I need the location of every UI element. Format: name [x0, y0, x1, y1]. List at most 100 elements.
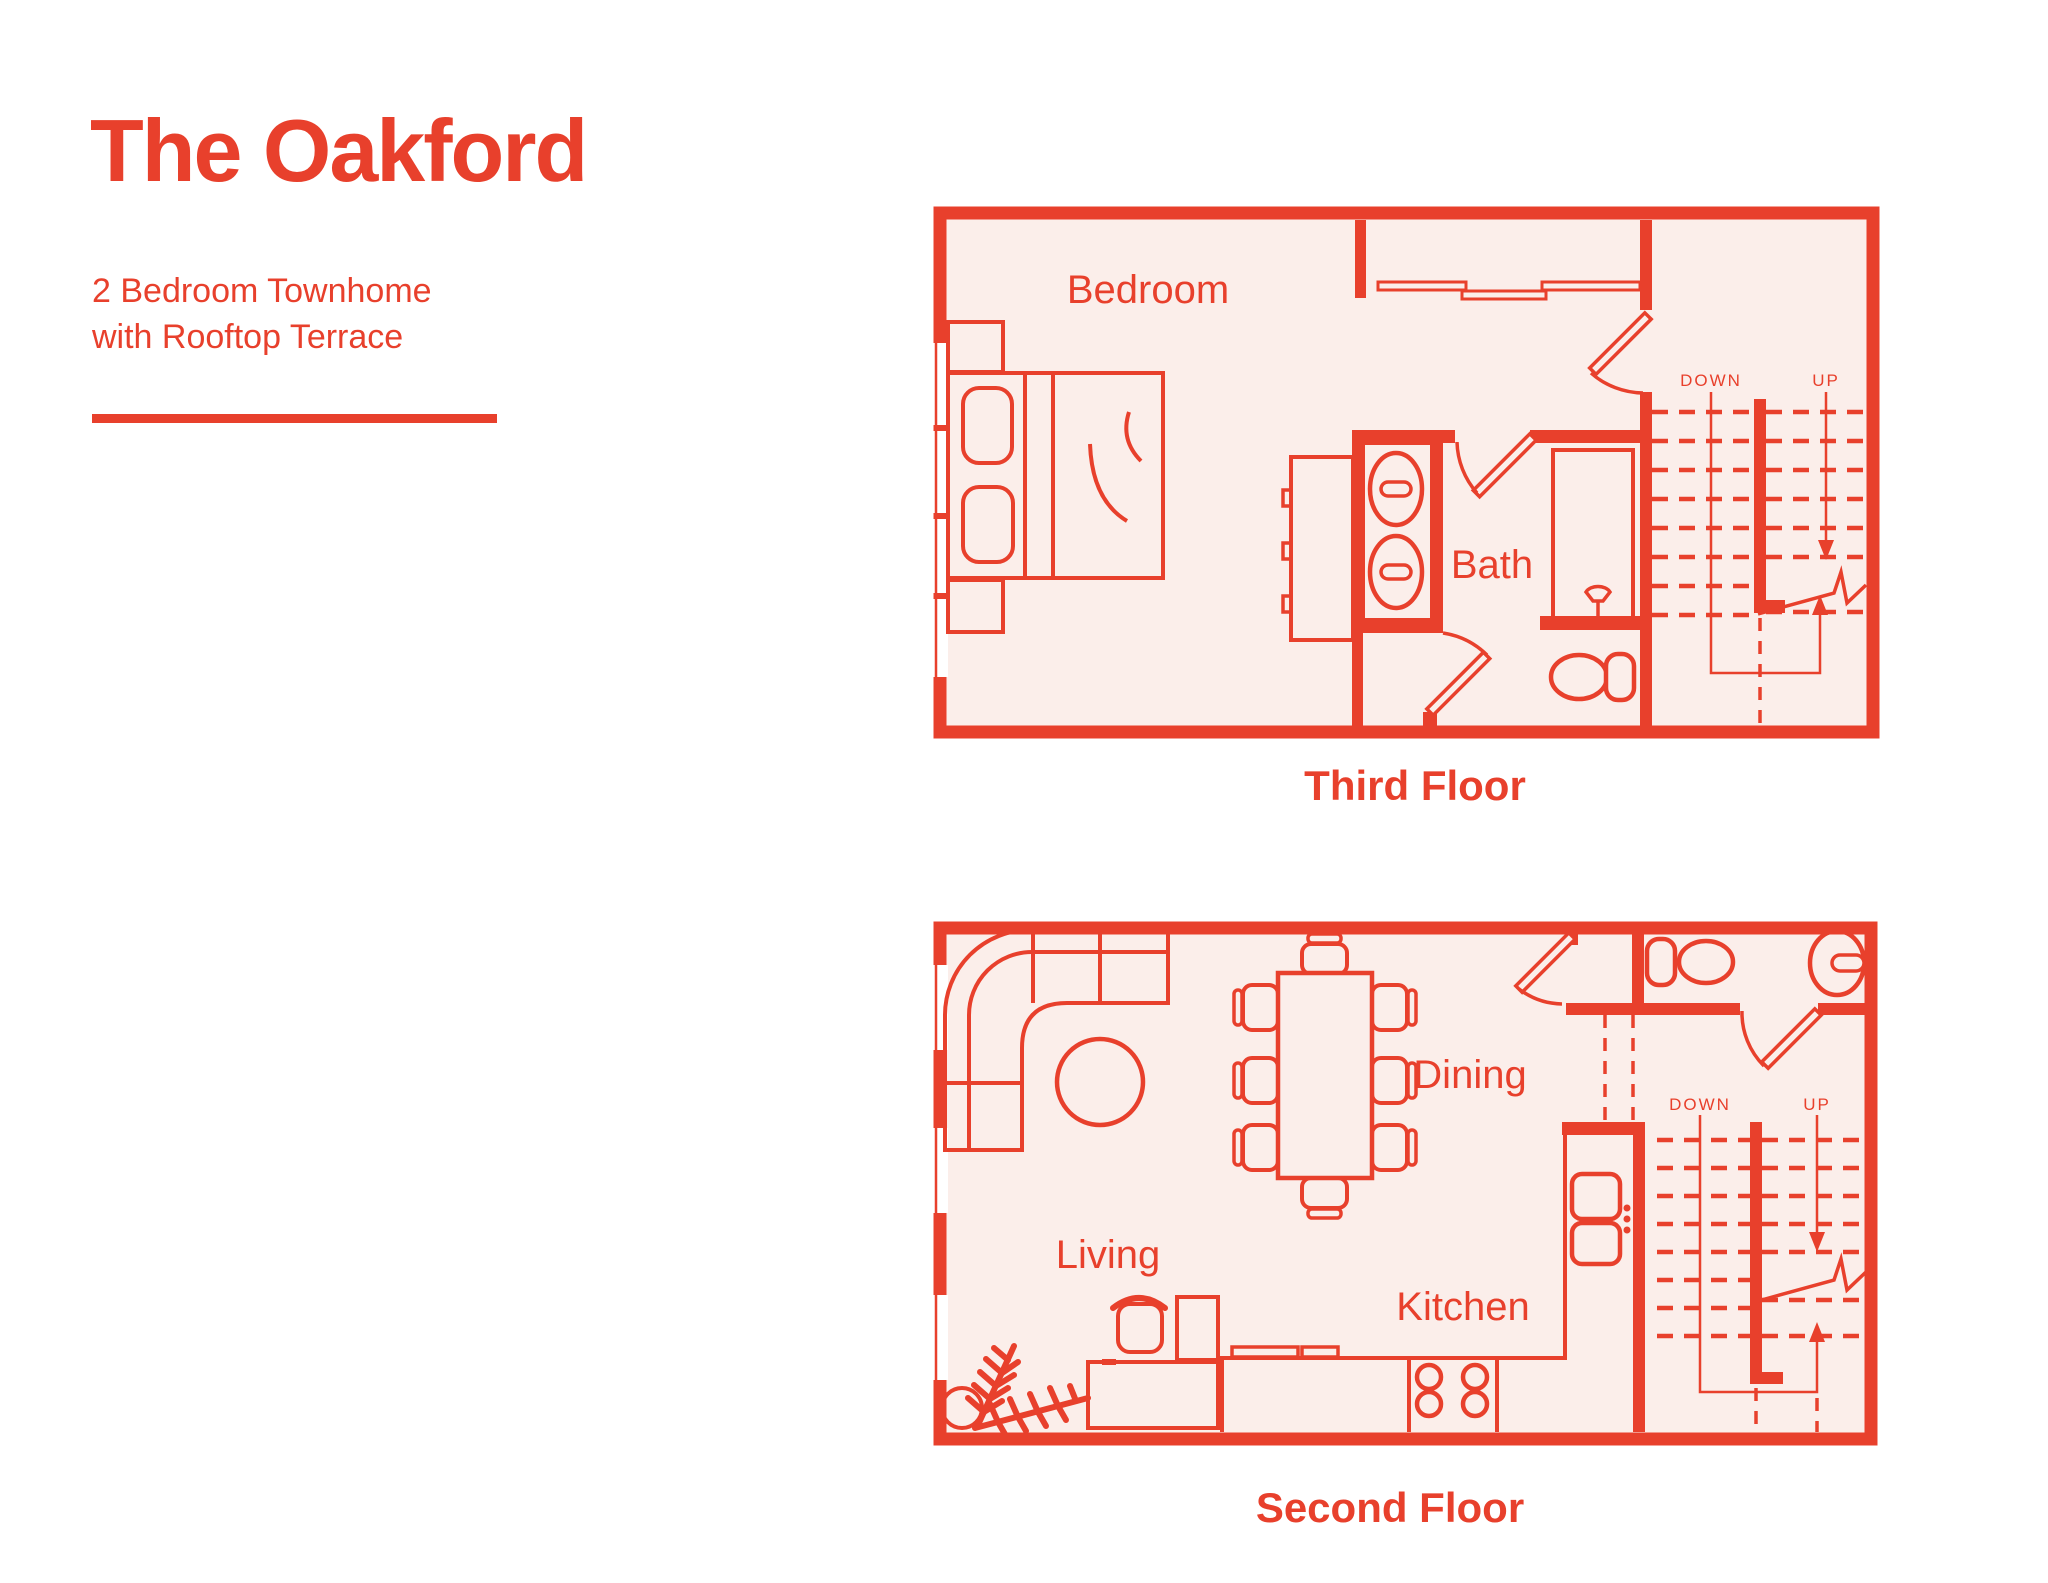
bedroom-door	[1587, 310, 1654, 395]
peninsula-wall	[1562, 1122, 1645, 1135]
bed-outline	[946, 371, 1165, 580]
faucet-icon	[1379, 480, 1413, 498]
door-swing-arc	[1455, 441, 1479, 495]
stairwell-third-floor: DOWN UP	[1652, 371, 1868, 726]
sliding-closet-door-icon	[1376, 280, 1468, 292]
faucet-icon	[1379, 563, 1413, 581]
shower	[1540, 430, 1652, 630]
window-band-left	[931, 343, 948, 677]
cooktop-burner-icon	[1414, 1389, 1444, 1419]
kitchen-counter-icon	[1220, 1135, 1567, 1432]
sofa-back-line	[967, 950, 1168, 1150]
title-divider-rule	[92, 414, 497, 423]
faucet-dot	[1623, 1204, 1631, 1212]
stair-mid-wall	[1754, 399, 1766, 607]
stair-mid-wall	[1750, 1122, 1762, 1384]
sliding-closet-door-icon	[1540, 280, 1642, 292]
swing-door-icon	[1759, 1006, 1824, 1071]
third-floor-caption: Third Floor	[1304, 762, 1526, 809]
powder-west-wall	[1632, 925, 1644, 1015]
window-band-left	[931, 965, 948, 1380]
second-floor-caption: Second Floor	[1256, 1484, 1524, 1531]
closet	[1355, 220, 1652, 310]
swing-door-icon	[1513, 930, 1578, 995]
stair-west-wall	[1640, 392, 1652, 731]
arrow-up-icon	[1812, 595, 1828, 615]
stair-mid-wall-stub	[1750, 1372, 1783, 1384]
sliding-closet-door-icon	[1460, 289, 1548, 301]
door-swing-arc	[1589, 371, 1644, 395]
powder-south-wall	[1566, 1003, 1740, 1015]
living-label: Living	[1056, 1233, 1161, 1277]
sofa-outline	[943, 928, 1170, 1152]
dining-table-icon	[1275, 970, 1375, 1181]
arrow-down-icon	[1809, 1232, 1825, 1252]
cooktop-burner-icon	[1460, 1389, 1490, 1419]
stair-treads-icon	[1652, 409, 1866, 618]
subtitle-line-2: with Rooftop Terrace	[92, 318, 404, 356]
bath-label: Bath	[1451, 543, 1533, 587]
potted-plant	[940, 1343, 1091, 1439]
stair-up-label: UP	[1803, 1095, 1831, 1114]
dresser	[1281, 455, 1355, 642]
pillow-icon	[961, 386, 1014, 465]
counter-item	[1230, 1345, 1300, 1359]
faucet-icon	[1830, 953, 1866, 973]
cooktop-burner-icon	[1460, 1362, 1490, 1392]
kitchen-sink-icon	[1569, 1171, 1623, 1222]
toilet-bowl-icon	[1676, 938, 1736, 986]
second-floor-plan: DOWN UP Living Dining Kitchen Second Flo…	[931, 921, 1878, 1531]
coffee-table-icon	[1054, 1036, 1146, 1128]
cooktop-burner-icon	[1414, 1362, 1444, 1392]
door-swing-arc	[1740, 1010, 1766, 1068]
shower-head-icon	[1583, 584, 1613, 603]
chair-back	[1306, 1207, 1343, 1220]
console-handle	[1102, 1359, 1116, 1365]
kitchen-sink-icon	[1569, 1220, 1623, 1267]
stair-up-label: UP	[1812, 371, 1840, 390]
armchair-icon	[1116, 1302, 1164, 1354]
counter-item	[1300, 1345, 1340, 1359]
kitchen	[1220, 1122, 1645, 1432]
stair-path-line	[1698, 1115, 1819, 1394]
bath-door-top	[1455, 431, 1539, 500]
arrow-down-icon	[1818, 540, 1834, 560]
stairwell-second-floor: DOWN UP	[1633, 1095, 1868, 1432]
bed	[946, 320, 1165, 634]
blanket-fold	[1124, 411, 1143, 463]
kitchen-label: Kitchen	[1396, 1285, 1529, 1329]
dresser-handle	[1281, 594, 1293, 614]
blanket-fold	[1088, 443, 1129, 523]
armchair-back	[1110, 1295, 1168, 1311]
door-swing-arc	[1442, 631, 1489, 657]
arrow-up-icon	[1809, 1322, 1825, 1342]
sink-icon	[1367, 533, 1425, 611]
vanity-counter	[1361, 441, 1434, 622]
closet-right-wall	[1640, 220, 1652, 310]
sink-icon	[1367, 450, 1425, 528]
faucet-dot	[1623, 1226, 1631, 1234]
toilet-tank-icon	[1644, 936, 1678, 988]
powder-south-wall	[1818, 1003, 1872, 1015]
stair-break-line	[1757, 1252, 1868, 1303]
subtitle-line-1: 2 Bedroom Townhome	[92, 272, 432, 310]
dining-label: Dining	[1413, 1053, 1526, 1097]
toilet-tank-icon	[1603, 651, 1637, 703]
stair-west-wall	[1633, 1122, 1645, 1432]
door-swing-arc	[1517, 987, 1563, 1006]
stair-break-line	[1757, 565, 1868, 616]
dresser-handle	[1281, 541, 1293, 561]
third-floor-plan: DOWN UP Bedroom Bath Third Floor	[931, 206, 1880, 809]
stair-treads-icon	[1657, 1137, 1866, 1339]
sectional-sofa	[943, 928, 1170, 1152]
dining-set	[1232, 932, 1418, 1220]
pillow-icon	[961, 485, 1015, 564]
entry-door	[1513, 930, 1578, 1006]
dresser-handle	[1281, 488, 1293, 508]
bath-door-bottom	[1423, 631, 1493, 726]
page-subtitle: 2 Bedroom Townhome with Rooftop Terrace	[92, 268, 432, 360]
plant-frond-icon	[972, 1383, 1091, 1439]
swing-door-icon	[1587, 310, 1654, 377]
